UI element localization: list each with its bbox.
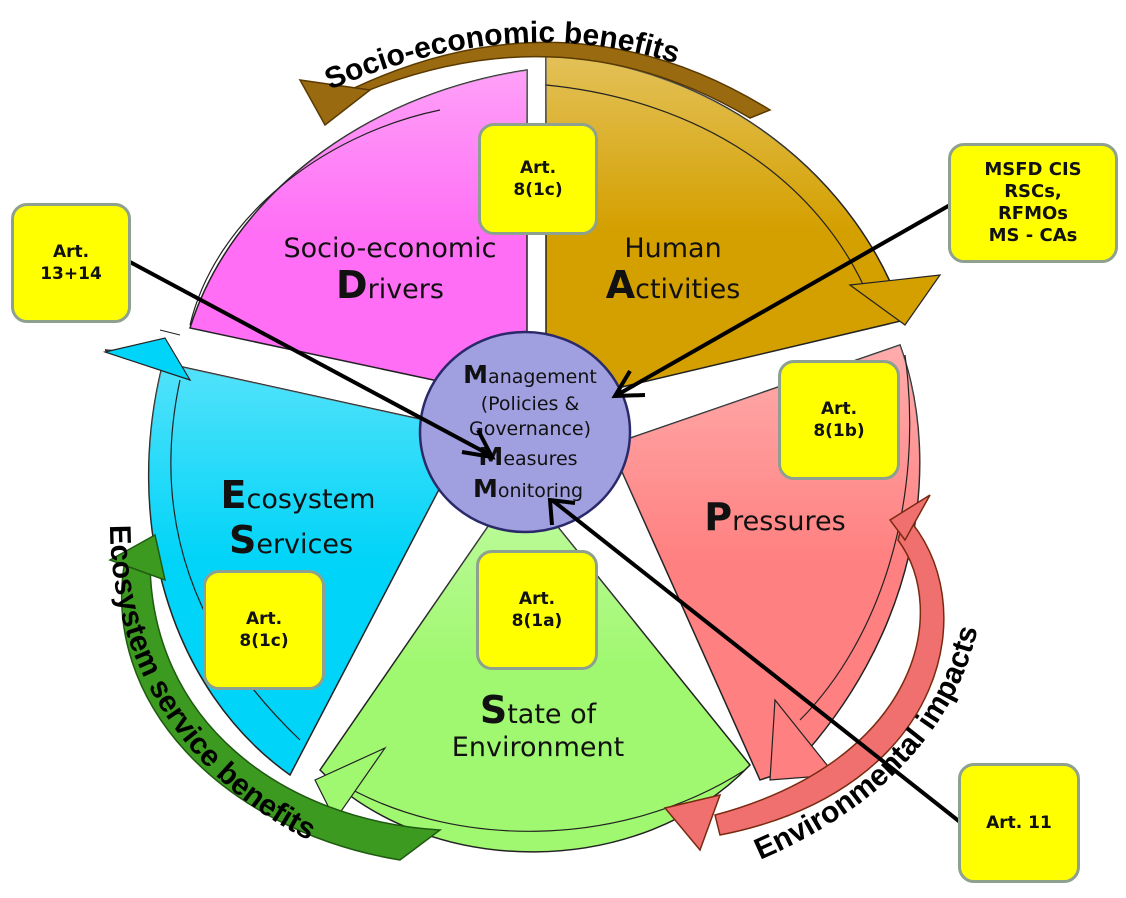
- drivers-rest: rivers: [368, 274, 444, 305]
- state-cap: S: [480, 688, 507, 732]
- box-line: 8(1c): [513, 180, 563, 200]
- box-line: Art.: [52, 242, 90, 262]
- art-8-1c-top-box: Art.8(1c): [478, 123, 598, 235]
- art-8-1a-box: Art.8(1a): [476, 550, 598, 670]
- box-line: Art.: [245, 609, 283, 629]
- connector-art11: [547, 497, 962, 824]
- box-line: 13+14: [40, 264, 102, 284]
- ecosystem-service-benefits-arrow: [108, 533, 443, 861]
- box-line: 8(1c): [239, 631, 289, 651]
- state-title-line1: State of: [480, 688, 598, 732]
- services-cap1: E: [221, 473, 247, 517]
- box-line: MS - CAs: [988, 225, 1078, 246]
- box-line: RSCs,: [1004, 181, 1062, 202]
- center-line1-rest: anagement: [488, 366, 597, 388]
- box-line: MSFD CIS: [984, 159, 1082, 180]
- environmental-impacts-arrow: [663, 494, 945, 852]
- socio-economic-benefits-arrow: [298, 41, 772, 127]
- drivers-title-line2: Drivers: [336, 263, 444, 307]
- box-line: Art.: [518, 589, 556, 609]
- services-cap2: S: [229, 518, 256, 562]
- art-8-1b-box: Art.8(1b): [778, 360, 900, 480]
- drivers-title-line1: Socio-economic: [283, 233, 496, 264]
- center-line3: Governance): [469, 418, 591, 440]
- pressures-cap: P: [704, 495, 732, 539]
- center-line4-rest: easures: [503, 448, 577, 470]
- connector-art13-14: [129, 260, 496, 460]
- services-rest1: cosystem: [246, 484, 375, 515]
- box-line: Art.: [820, 399, 858, 419]
- art-8-1c-left-box: Art.8(1c): [203, 570, 325, 690]
- art-13-14-box: Art.13+14: [11, 203, 131, 323]
- activities-title-line1: Human: [624, 233, 721, 264]
- segment-services[interactable]: [102, 337, 472, 777]
- center-line1: Management: [463, 360, 597, 389]
- art-11-box: Art. 11: [958, 763, 1080, 883]
- center-line2: (Policies &: [481, 393, 580, 415]
- pressures-rest: ressures: [732, 506, 846, 537]
- activities-rest: ctivities: [635, 274, 740, 305]
- center-line1-cap: M: [463, 360, 488, 389]
- drivers-cap: D: [336, 263, 368, 307]
- segment-drivers[interactable]: [159, 69, 528, 401]
- connector-msfd: [611, 203, 951, 399]
- box-line: Art.: [519, 158, 557, 178]
- center-line5-rest: onitoring: [498, 480, 583, 502]
- center-line5: Monitoring: [473, 474, 583, 503]
- pressures-title: Pressures: [704, 495, 845, 539]
- state-rest: tate of: [507, 699, 597, 730]
- activities-title-line2: Activities: [606, 263, 741, 307]
- box-line: 8(1a): [511, 611, 563, 631]
- services-title-line1: Ecosystem: [221, 473, 376, 517]
- box-line: 8(1b): [813, 421, 865, 441]
- center-management[interactable]: Management (Policies & Governance) Measu…: [418, 330, 632, 534]
- segment-activities[interactable]: [545, 54, 942, 406]
- state-title-line2: Environment: [452, 732, 624, 763]
- activities-cap: A: [606, 263, 636, 307]
- box-line: RFMOs: [997, 203, 1069, 224]
- services-rest2: ervices: [256, 529, 353, 560]
- box-line: Art. 11: [986, 813, 1052, 833]
- center-line5-cap: M: [473, 474, 498, 503]
- services-title-line2: Services: [229, 518, 353, 562]
